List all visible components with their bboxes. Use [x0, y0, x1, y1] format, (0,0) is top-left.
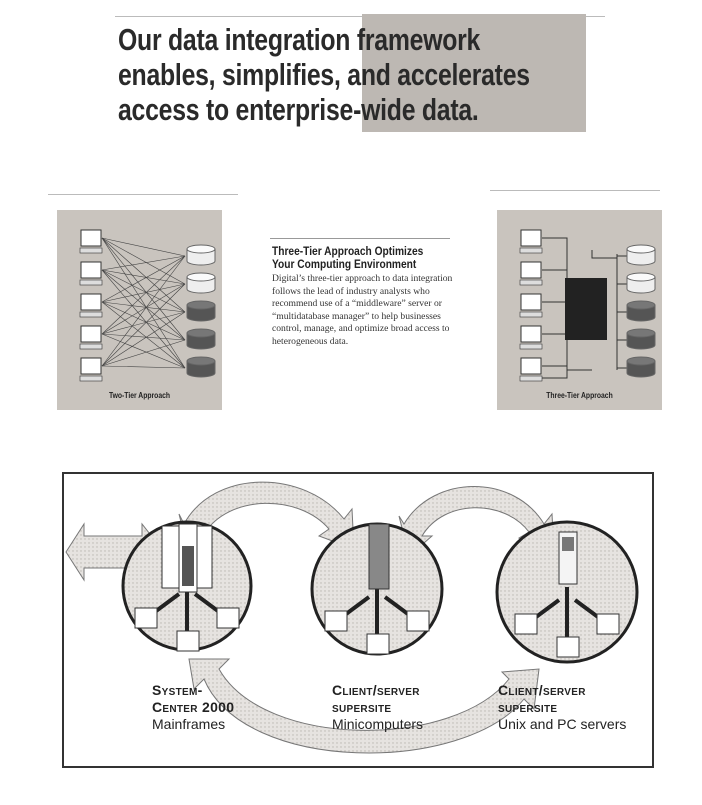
site-title: Client/server — [498, 682, 586, 698]
article-body: Digital’s three-tier approach to data in… — [272, 273, 453, 347]
keyboard-icon — [519, 279, 543, 286]
database-icon — [186, 305, 216, 322]
three-tier-graphic — [519, 229, 656, 382]
monitor-icon — [80, 261, 102, 279]
two-tier-graphic — [79, 229, 216, 382]
three-tier-diagram: Three-Tier Approach — [497, 210, 662, 410]
site-subtitle: Mainframes — [152, 716, 226, 732]
article-title: Three-Tier Approach Optimizes Your Compu… — [272, 245, 459, 271]
site-title: System- — [152, 682, 203, 698]
keyboard-icon — [519, 375, 543, 382]
workstation-icon — [366, 633, 390, 655]
keyboard-icon — [519, 311, 543, 318]
sidebar-article: Three-Tier Approach Optimizes Your Compu… — [272, 245, 462, 348]
database-icon — [626, 361, 656, 378]
keyboard-icon — [79, 311, 103, 318]
minicomputer-icon — [368, 523, 390, 590]
supersite-diagram: System- Center 2000 Mainframes Client/se… — [62, 472, 654, 768]
site-subtitle: Minicomputers — [332, 716, 424, 732]
three-tier-caption: Three-Tier Approach — [546, 391, 613, 400]
rule — [48, 194, 238, 195]
keyboard-icon — [519, 343, 543, 350]
rule — [270, 238, 450, 239]
keyboard-icon — [519, 247, 543, 254]
workstation-icon — [216, 607, 240, 629]
monitor-icon — [80, 357, 102, 375]
headline: Our data integration framework enables, … — [118, 22, 598, 127]
monitor-icon — [520, 229, 542, 247]
title-line: Your Computing Environment — [272, 257, 417, 271]
workstation-icon — [176, 630, 200, 652]
monitor-icon — [520, 261, 542, 279]
database-icon — [626, 277, 656, 294]
database-icon — [186, 277, 216, 294]
headline-highlight — [362, 14, 586, 132]
monitor-icon — [80, 229, 102, 247]
top-rule — [115, 16, 605, 17]
keyboard-icon — [79, 247, 103, 254]
database-icon — [626, 333, 656, 350]
workstation-icon — [596, 613, 620, 635]
site-title: Client/server — [332, 682, 420, 698]
site-title: supersite — [332, 699, 392, 715]
keyboard-icon — [79, 343, 103, 350]
database-icon — [186, 361, 216, 378]
database-icon — [626, 249, 656, 266]
arc-arrow-icon — [398, 486, 555, 557]
workstation-icon — [514, 613, 538, 635]
site-label-minicomputers: Client/server supersite Minicomputers — [332, 682, 423, 733]
headline-line: Our data integration framework — [118, 22, 481, 57]
two-tier-caption: Two-Tier Approach — [108, 391, 171, 400]
title-line: Three-Tier Approach Optimizes — [272, 244, 424, 258]
supersite-graphic — [65, 481, 639, 754]
database-icon — [626, 305, 656, 322]
monitor-icon — [520, 357, 542, 375]
monitor-icon — [520, 293, 542, 311]
monitor-icon — [80, 293, 102, 311]
site-label-mainframes: System- Center 2000 Mainframes — [152, 682, 234, 733]
workstation-icon — [556, 636, 580, 658]
site-subtitle: Unix and PC servers — [498, 716, 627, 732]
keyboard-icon — [79, 279, 103, 286]
two-tier-diagram: Two-Tier Approach — [57, 210, 222, 410]
rule — [490, 190, 660, 191]
site-title: Center 2000 — [152, 699, 235, 715]
headline-line: access to enterprise-wide data. — [118, 92, 479, 127]
site-label-unix-pc: Client/server supersite Unix and PC serv… — [498, 682, 626, 733]
headline-line: enables, simplifies, and accelerates — [118, 57, 530, 92]
database-icon — [186, 333, 216, 350]
workstation-icon — [324, 610, 348, 632]
monitor-icon — [80, 325, 102, 343]
site-title: supersite — [498, 699, 558, 715]
workstation-icon — [406, 610, 430, 632]
arc-arrow-icon — [178, 481, 355, 555]
database-icon — [186, 249, 216, 266]
monitor-icon — [520, 325, 542, 343]
keyboard-icon — [79, 375, 103, 382]
middleware-server-icon — [565, 278, 607, 340]
arc-arrow-icon — [188, 658, 540, 754]
workstation-icon — [134, 607, 158, 629]
